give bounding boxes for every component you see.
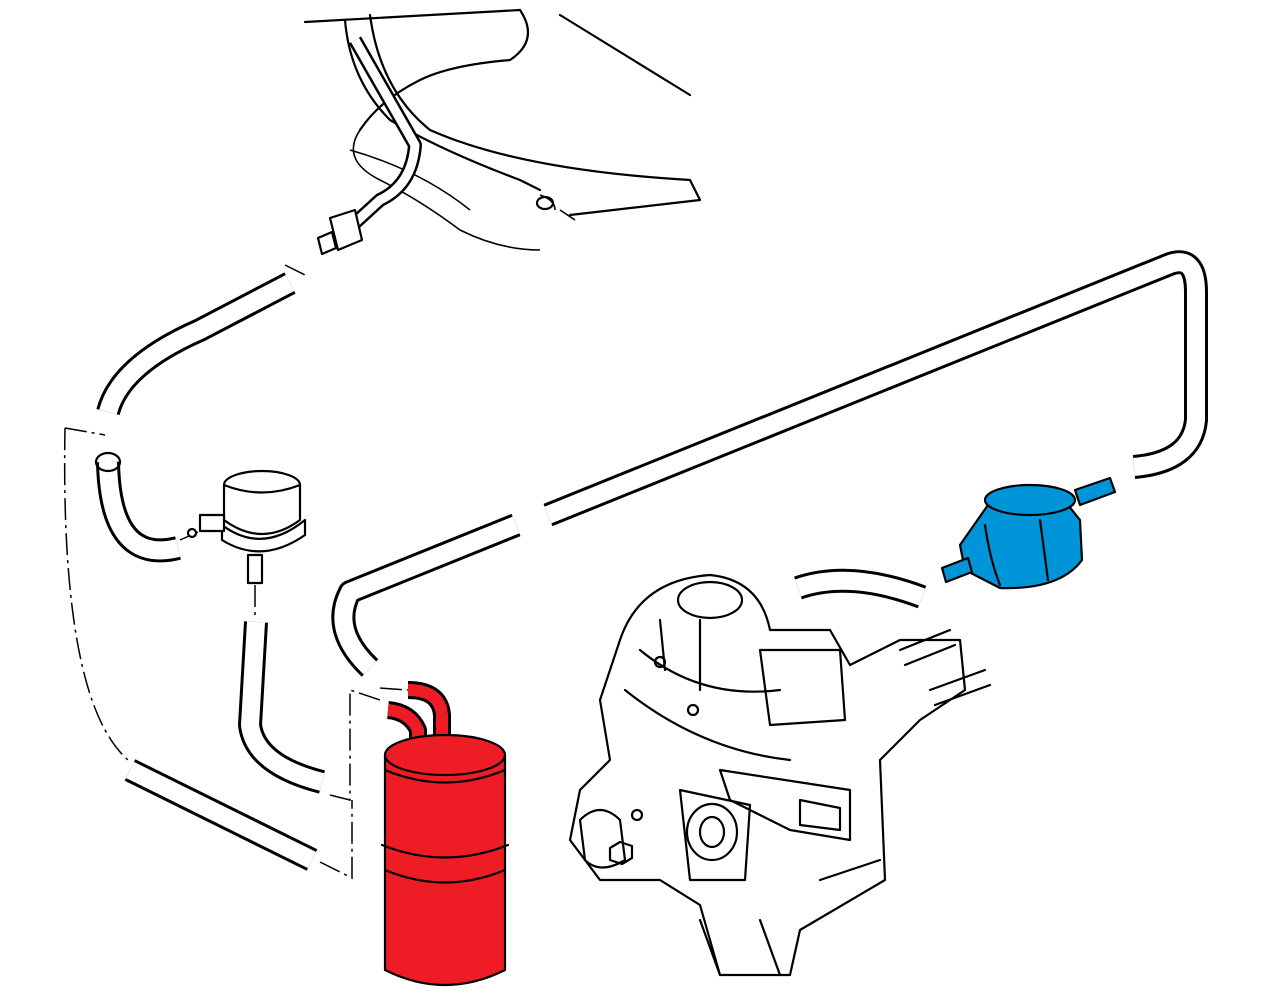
purge-valve bbox=[940, 476, 1117, 590]
vehicle-body-outline bbox=[303, 8, 702, 251]
upper-vapor-pipe bbox=[316, 36, 422, 256]
charcoal-canister bbox=[380, 681, 510, 987]
vacuum-actuator bbox=[186, 469, 307, 585]
throttle-body-assembly bbox=[568, 573, 992, 977]
hoses bbox=[94, 250, 1208, 871]
leader-lines bbox=[63, 264, 409, 880]
